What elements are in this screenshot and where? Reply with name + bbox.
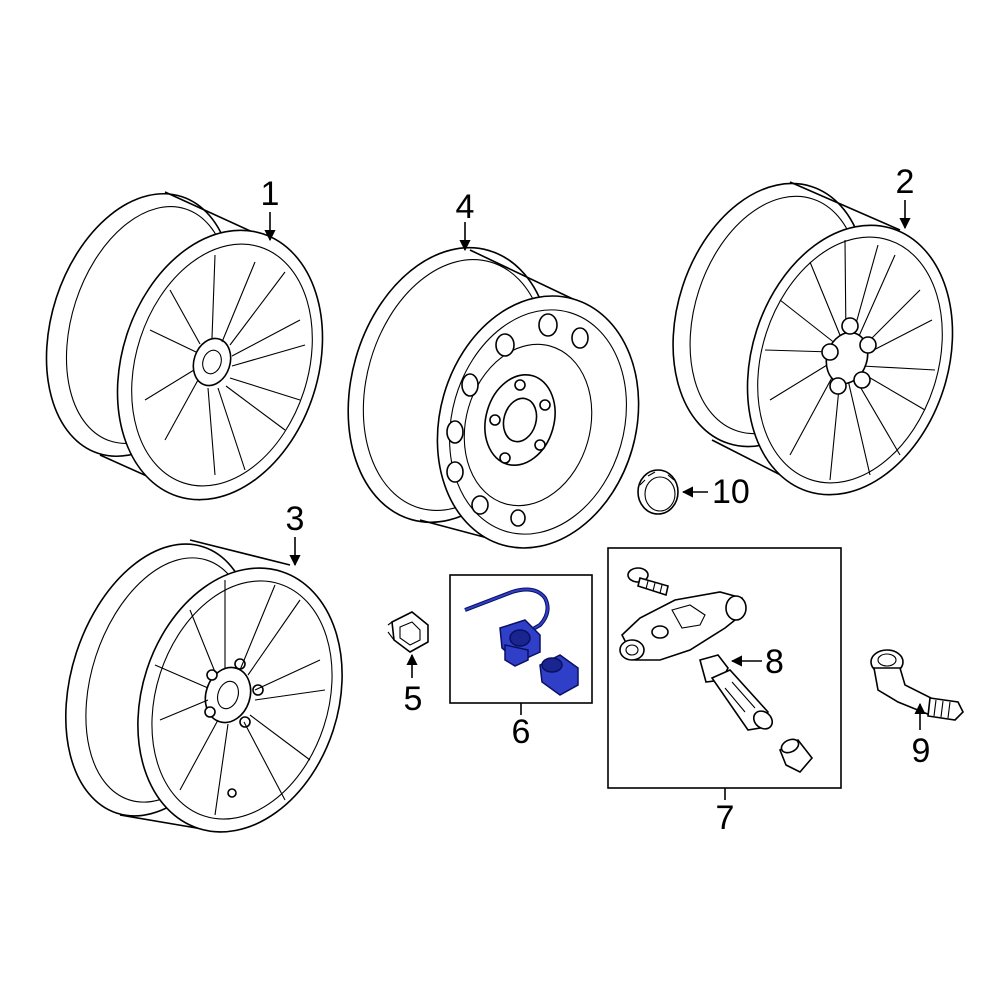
wheel-1-alloy[interactable] (15, 169, 356, 526)
tpms-valve-cap[interactable] (778, 737, 814, 773)
lug-nut-5[interactable] (387, 611, 429, 653)
part-label-5: 5 (404, 680, 423, 718)
wheel-3-alloy[interactable] (33, 520, 375, 859)
part-label-6: 6 (512, 713, 531, 751)
part-label-9: 9 (912, 732, 931, 770)
part-label-1: 1 (261, 175, 280, 213)
wheel-2-alloy[interactable] (641, 158, 986, 521)
part-label-7: 7 (716, 799, 735, 837)
part-label-3: 3 (286, 500, 305, 538)
tpms-screw[interactable] (627, 567, 669, 597)
tpms-sensor-body[interactable] (619, 591, 747, 661)
center-cap-10[interactable] (637, 469, 679, 515)
part-label-10: 10 (712, 473, 750, 511)
valve-stem-9[interactable] (870, 649, 964, 721)
wheel-lock-kit-6[interactable] (464, 587, 579, 696)
part-label-4: 4 (456, 188, 475, 226)
tpms-valve-stem[interactable] (699, 654, 776, 733)
wheel-4-steel[interactable] (317, 223, 667, 572)
part-label-8: 8 (765, 643, 784, 681)
part-label-2: 2 (896, 163, 915, 201)
